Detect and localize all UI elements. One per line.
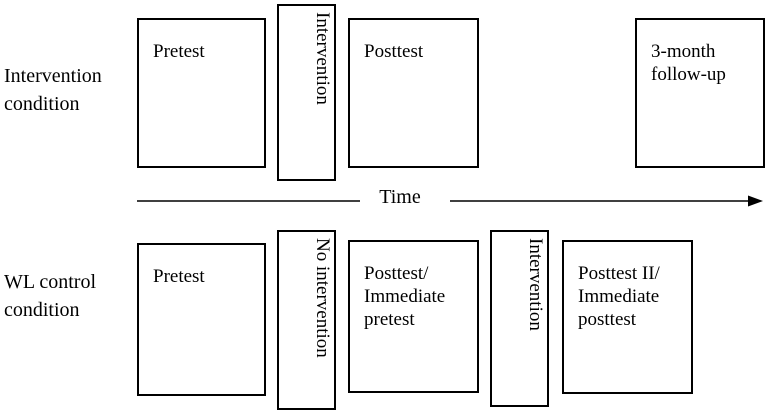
timeline-label: Time [360,184,440,210]
wl-posttest-ii-text: Posttest II/ Immediate posttest [578,263,660,330]
wl-intervention-text: Intervention [525,238,546,331]
wl-pretest-text: Pretest [153,266,205,287]
wl-posttest-immediate-pretest-text: Posttest/ Immediate pretest [364,263,446,330]
intervention-intervention-box: Intervention [277,4,336,181]
intervention-posttest-box: Posttest [348,18,479,168]
wl-no-intervention-text: No intervention [312,238,333,358]
intervention-followup-text: 3-month follow-up [651,41,726,85]
intervention-pretest-text: Pretest [153,41,205,62]
intervention-followup-box: 3-month follow-up [635,18,765,168]
timeline-arrowhead-icon [748,195,763,207]
intervention-posttest-text: Posttest [364,41,424,62]
wl-pretest-box: Pretest [137,243,266,396]
wl-posttest-immediate-pretest-box: Posttest/ Immediate pretest [348,240,479,393]
intervention-condition-label: Intervention condition [4,65,102,115]
intervention-intervention-text: Intervention [312,12,333,105]
wl-control-condition-label: WL control condition [4,271,97,321]
wl-intervention-box: Intervention [490,230,549,407]
intervention-pretest-box: Pretest [137,18,266,168]
wl-no-intervention-box: No intervention [277,230,336,410]
wl-posttest-ii-box: Posttest II/ Immediate posttest [562,240,693,394]
